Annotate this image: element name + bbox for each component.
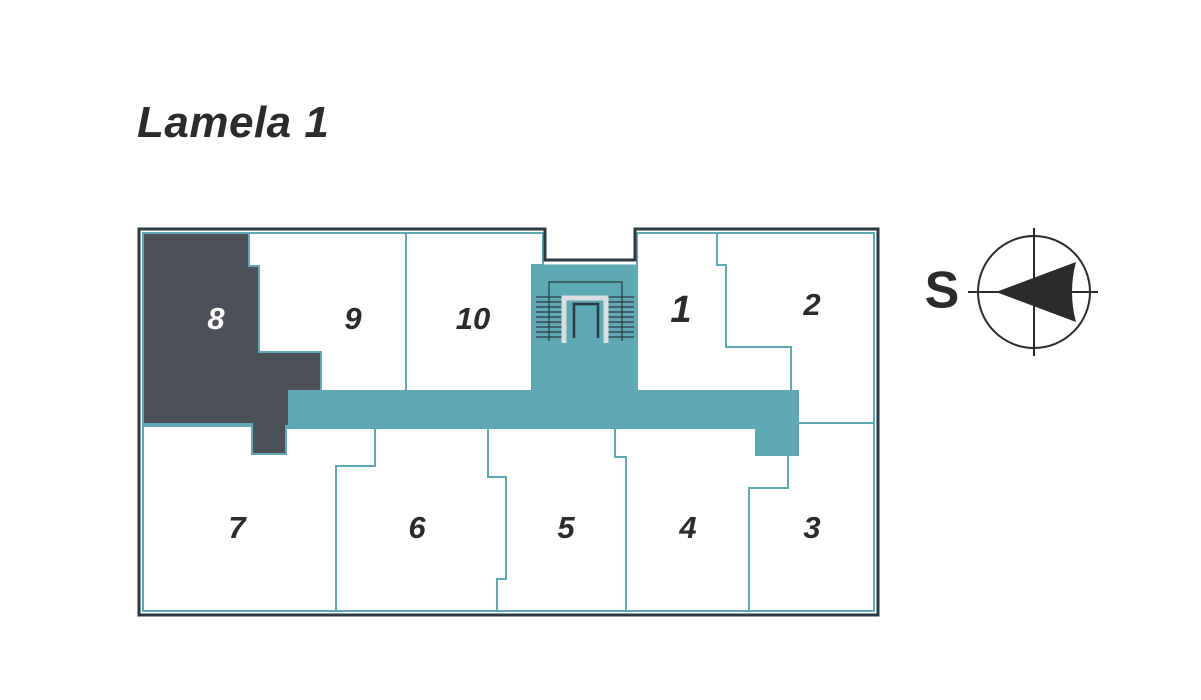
unit-7-label: 7 xyxy=(228,510,247,545)
compass-direction-label: S xyxy=(925,262,960,320)
unit-10-label: 10 xyxy=(456,301,490,336)
compass-arrow-icon xyxy=(968,228,1098,356)
unit-9-label: 9 xyxy=(344,301,362,336)
building-wall xyxy=(137,227,880,617)
unit-4-label: 4 xyxy=(678,510,696,545)
unit-2-label: 2 xyxy=(802,287,820,322)
stairs-steps-icon xyxy=(536,281,634,341)
unit-3-label: 3 xyxy=(803,510,820,545)
unit-6-label: 6 xyxy=(408,510,426,545)
unit-8-label: 8 xyxy=(207,301,225,336)
stairs-railing-icon xyxy=(561,295,609,343)
compass: S xyxy=(925,228,1098,356)
unit-10[interactable]: 10 xyxy=(405,232,544,392)
building-title: Lamela 1 xyxy=(137,98,330,147)
unit-5-label: 5 xyxy=(557,510,575,545)
unit-1-label: 1 xyxy=(670,289,691,331)
unit-5[interactable]: 5 xyxy=(487,427,627,612)
staircase xyxy=(532,265,637,391)
